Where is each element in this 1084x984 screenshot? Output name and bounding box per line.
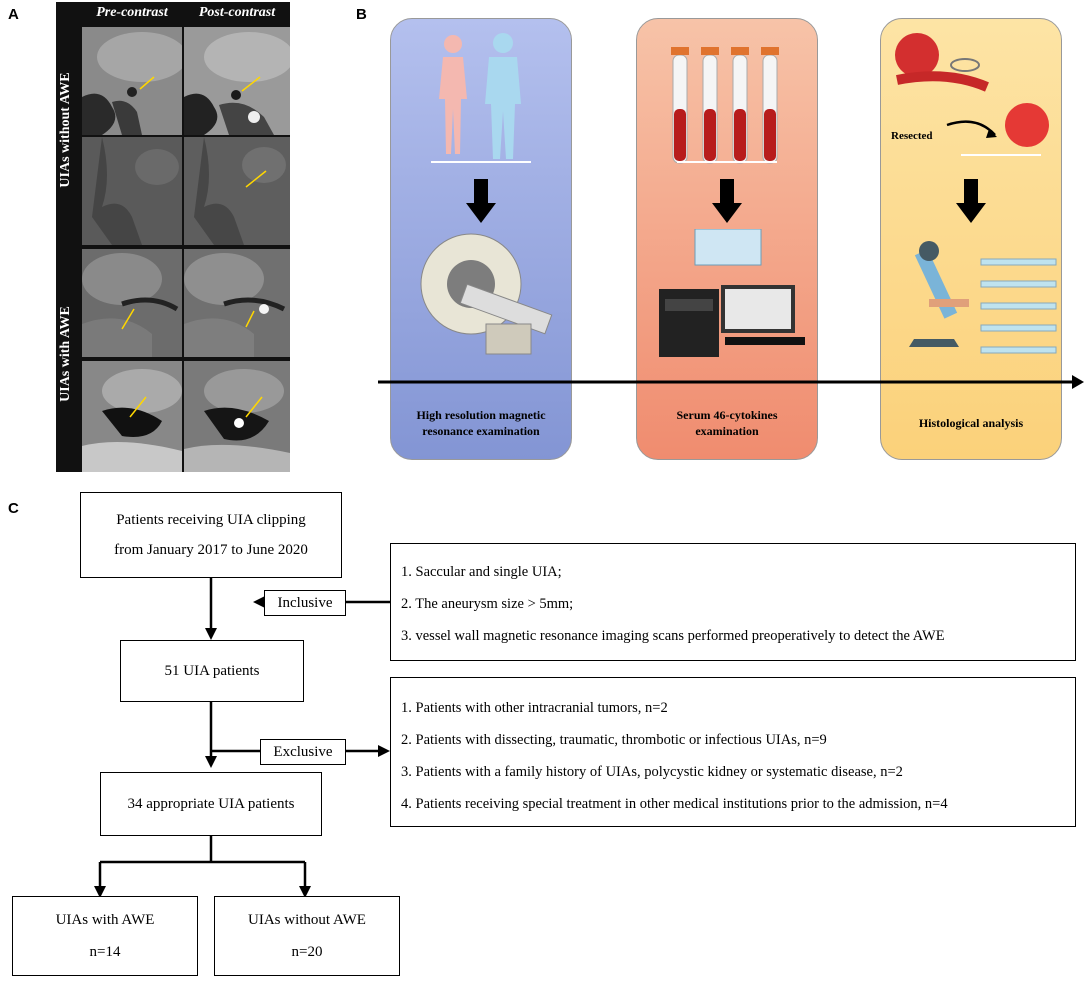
group-name: UIAs without AWE	[248, 912, 366, 928]
start-box: Patients receiving UIA clipping from Jan…	[80, 492, 342, 578]
inclusive-criterion: 1. Saccular and single UIA;	[401, 564, 562, 580]
group-name: UIAs with AWE	[55, 912, 155, 928]
panel-label-a: A	[8, 6, 19, 23]
row-label-without-awe: UIAs without AWE	[58, 72, 73, 188]
stage-mri-caption-2: resonance examination	[422, 424, 540, 438]
human-figures-icon	[439, 33, 521, 159]
timeline-arrow	[378, 375, 1084, 389]
group-count: n=20	[291, 944, 323, 960]
exclusive-criterion: 3. Patients with a family history of UIA…	[401, 764, 903, 780]
stage-histology: Resected Histological analysis	[880, 18, 1062, 460]
inclusive-criterion: 2. The aneurysm size > 5mm;	[401, 596, 574, 612]
mri-image-1	[82, 27, 182, 135]
stage-serum-caption-1: Serum 46-cytokines	[676, 408, 778, 422]
stage-serum-caption-2: examination	[695, 424, 759, 438]
inclusion-result-box: 51 UIA patients	[120, 640, 304, 702]
mri-image-3	[82, 137, 182, 245]
stage-histology-caption: Histological analysis	[918, 416, 1024, 430]
exclusion-result-box: 34 appropriate UIA patients	[100, 772, 322, 836]
down-arrow-icon	[712, 179, 742, 223]
mri-panel: Pre-contrast Post-contrast UIAs without …	[56, 2, 290, 472]
row-label-with-awe: UIAs with AWE	[58, 306, 73, 402]
inclusive-tag: Inclusive	[264, 590, 346, 616]
mri-image-7	[82, 361, 182, 472]
exclusive-criteria-box: 1. Patients with other intracranial tumo…	[390, 677, 1076, 827]
mri-image-8	[184, 361, 290, 472]
mri-image-4	[184, 137, 290, 245]
stage-mri-caption-1: High resolution magnetic	[416, 408, 546, 422]
mri-image-6	[184, 249, 290, 357]
mri-image-5	[82, 249, 182, 357]
inclusive-criterion: 3. vessel wall magnetic resonance imagin…	[401, 628, 945, 644]
divider-line	[677, 161, 777, 163]
divider-line	[431, 161, 531, 163]
mri-image-2	[184, 27, 290, 135]
group-box-without-awe: UIAs without AWE n=20	[214, 896, 400, 976]
inclusive-criteria-box: 1. Saccular and single UIA; 2. The aneur…	[390, 543, 1076, 661]
exclusive-criterion: 4. Patients receiving special treatment …	[401, 796, 948, 812]
aneurysm-resection-icon	[895, 33, 1049, 147]
exclusive-criterion: 1. Patients with other intracranial tumo…	[401, 700, 668, 716]
group-count: n=14	[89, 944, 121, 960]
down-arrow-icon	[466, 179, 496, 223]
exclusive-criterion: 2. Patients with dissecting, traumatic, …	[401, 732, 827, 748]
blood-tubes-icon	[671, 47, 779, 164]
stage-serum: Serum 46-cytokines examination	[636, 18, 818, 460]
panel-label-b: B	[356, 6, 367, 23]
start-box-line-1: Patients receiving UIA clipping	[116, 512, 306, 528]
resected-label: Resected	[891, 130, 933, 142]
panel-label-c: C	[8, 500, 19, 517]
col-header-pre: Pre-contrast	[82, 2, 182, 26]
flowchart-connectors	[94, 578, 390, 898]
mri-scanner-icon	[420, 233, 553, 355]
exclusive-tag: Exclusive	[260, 739, 346, 765]
stage-mri: High resolution magnetic resonance exami…	[390, 18, 572, 460]
down-arrow-icon	[956, 179, 986, 223]
microscope-slides-icon	[909, 241, 1057, 354]
divider-line	[961, 154, 1041, 156]
start-box-line-2: from January 2017 to June 2020	[114, 542, 308, 558]
group-box-with-awe: UIAs with AWE n=14	[12, 896, 198, 976]
cytokine-analyzer-icon	[659, 229, 805, 357]
col-header-post: Post-contrast	[184, 2, 290, 26]
